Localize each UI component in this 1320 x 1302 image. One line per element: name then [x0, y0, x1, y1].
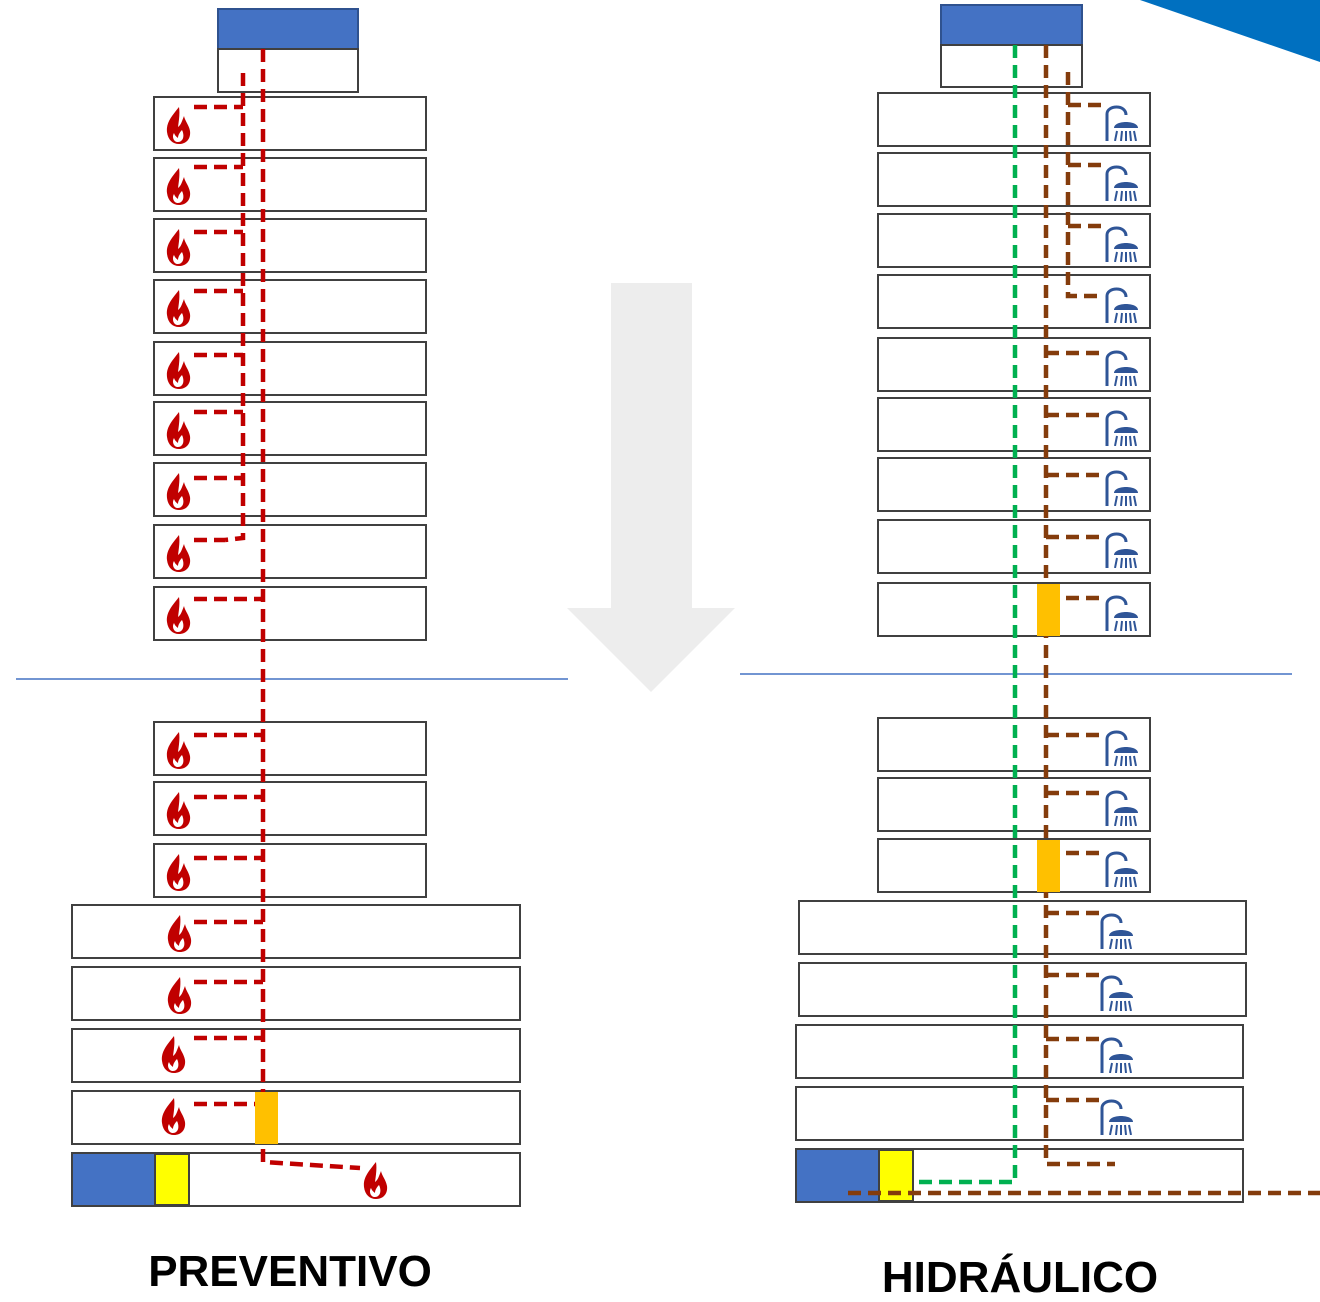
- floor-upper: [153, 218, 427, 273]
- floor-upper: [153, 341, 427, 396]
- floor-upper: [877, 213, 1151, 268]
- machine-room: [940, 44, 1083, 88]
- water-pipes: [848, 45, 1320, 1196]
- main-riser-pipe: [260, 49, 361, 1171]
- floor-upper: [153, 401, 427, 456]
- pump: [154, 1153, 190, 1206]
- floor-upper: [153, 279, 427, 334]
- floor-lower: [153, 721, 427, 776]
- roof-water-tank: [217, 8, 359, 50]
- caption-preventivo: PREVENTIVO: [148, 1247, 432, 1296]
- floor-podium: [71, 1028, 521, 1083]
- corner-decoration: [1140, 0, 1320, 62]
- floor-upper: [877, 92, 1151, 147]
- caption-hidraulico: HIDRÁULICO: [881, 1253, 1159, 1302]
- lower-water-tank: [73, 1154, 155, 1205]
- pressure-valve: [1037, 584, 1060, 636]
- roof-water-tank: [940, 4, 1083, 46]
- lower-water-tank: [797, 1150, 879, 1201]
- floor-upper: [153, 524, 427, 579]
- floor-podium: [71, 1090, 521, 1145]
- floor-upper: [153, 586, 427, 641]
- building-hidraulico: [795, 4, 1247, 1203]
- floor-upper: [877, 274, 1151, 329]
- upper-distribution-pipe: [1065, 72, 1104, 299]
- floor-podium: [71, 966, 521, 1021]
- floor-lower: [877, 717, 1151, 772]
- fire-pipes: [194, 49, 361, 1171]
- floor-lower: [153, 843, 427, 898]
- building-preventivo: [71, 8, 521, 1207]
- floor-upper: [153, 462, 427, 517]
- floor-podium: [795, 1086, 1244, 1141]
- pressure-valve: [255, 1092, 278, 1144]
- pressure-valve: [1037, 840, 1060, 892]
- floor-lower: [153, 781, 427, 836]
- secondary-riser-pipe: [224, 73, 246, 543]
- floor-podium: [798, 900, 1247, 955]
- floor-podium: [71, 904, 521, 959]
- down-arrow-icon: [567, 283, 735, 692]
- floor-podium: [795, 1024, 1244, 1079]
- pressurized-water-pipe: [913, 45, 1018, 1185]
- floor-podium: [798, 962, 1247, 1017]
- main-water-riser: [1043, 45, 1115, 1167]
- floor-upper: [877, 152, 1151, 207]
- machine-room: [217, 48, 359, 93]
